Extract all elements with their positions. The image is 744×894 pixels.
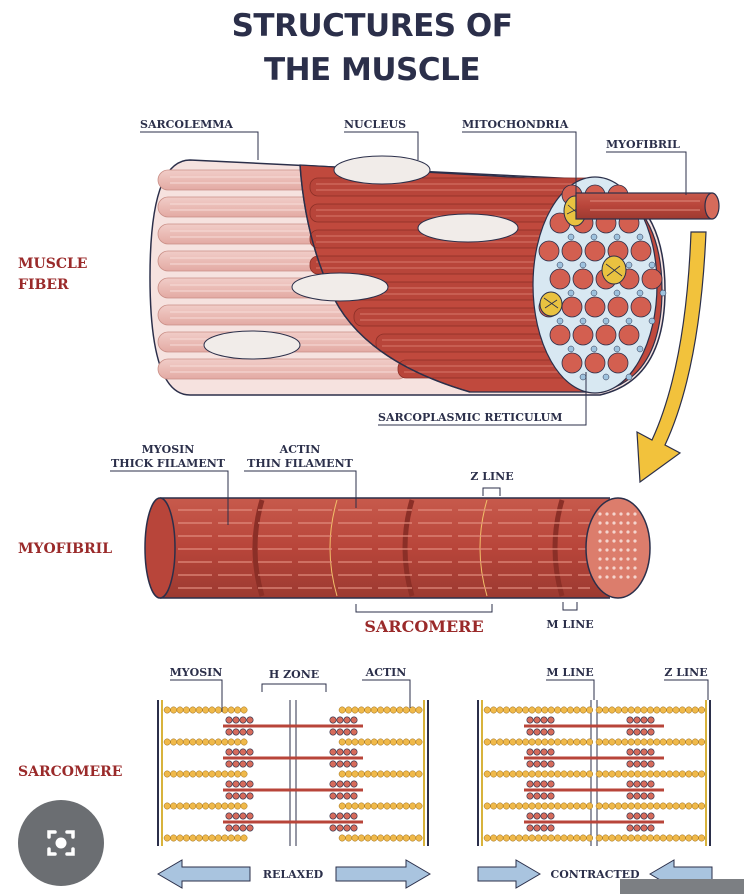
section-sarcomere: SARCOMERE (18, 764, 122, 780)
label-myosin-sarc: MYOSIN (170, 666, 223, 679)
label-m-line-myofibril: M LINE (546, 618, 593, 631)
label-actin-sarc: ACTIN (365, 666, 407, 679)
sarcomere-contracted (477, 700, 711, 846)
relaxed-arrows: RELAXED (157, 859, 431, 889)
sarcomere-relaxed (157, 700, 429, 846)
zoom-arrow (636, 231, 707, 484)
section-muscle-fiber-2: FIBER (18, 277, 69, 293)
label-nucleus: NUCLEUS (344, 118, 406, 131)
camera-lens-button[interactable] (18, 800, 104, 886)
title-line-1: STRUCTURES OF (232, 8, 513, 44)
label-actin-1: ACTIN (279, 443, 321, 456)
label-mitochondria: MITOCHONDRIA (462, 118, 569, 131)
muscle-fiber-illustration (149, 155, 720, 396)
section-muscle-fiber-1: MUSCLE (18, 256, 87, 272)
label-actin-2: THIN FILAMENT (247, 457, 353, 470)
label-sarcolemma: SARCOLEMMA (140, 118, 233, 131)
label-z-line-myofibril: Z LINE (470, 470, 513, 483)
section-myofibril: MYOFIBRIL (18, 541, 112, 557)
protruding-myofibril (575, 192, 720, 220)
label-z-line-sarc: Z LINE (664, 666, 707, 679)
bottom-overlay-bar (620, 879, 744, 894)
label-contracted: CONTRACTED (550, 868, 640, 881)
label-myosin-1: MYOSIN (142, 443, 195, 456)
title-line-2: THE MUSCLE (264, 52, 480, 88)
label-myosin-2: THICK FILAMENT (111, 457, 226, 470)
label-h-zone: H ZONE (269, 668, 319, 681)
camera-lens-icon (47, 830, 75, 856)
nucleus-shape (333, 155, 431, 185)
label-m-line-sarc: M LINE (546, 666, 593, 679)
myofibril-illustration (144, 497, 651, 599)
label-myofibril-top: MYOFIBRIL (606, 138, 680, 151)
label-relaxed: RELAXED (263, 868, 324, 881)
label-sarcoplasmic-reticulum: SARCOPLASMIC RETICULUM (378, 411, 562, 424)
label-sarcomere: SARCOMERE (364, 617, 483, 636)
